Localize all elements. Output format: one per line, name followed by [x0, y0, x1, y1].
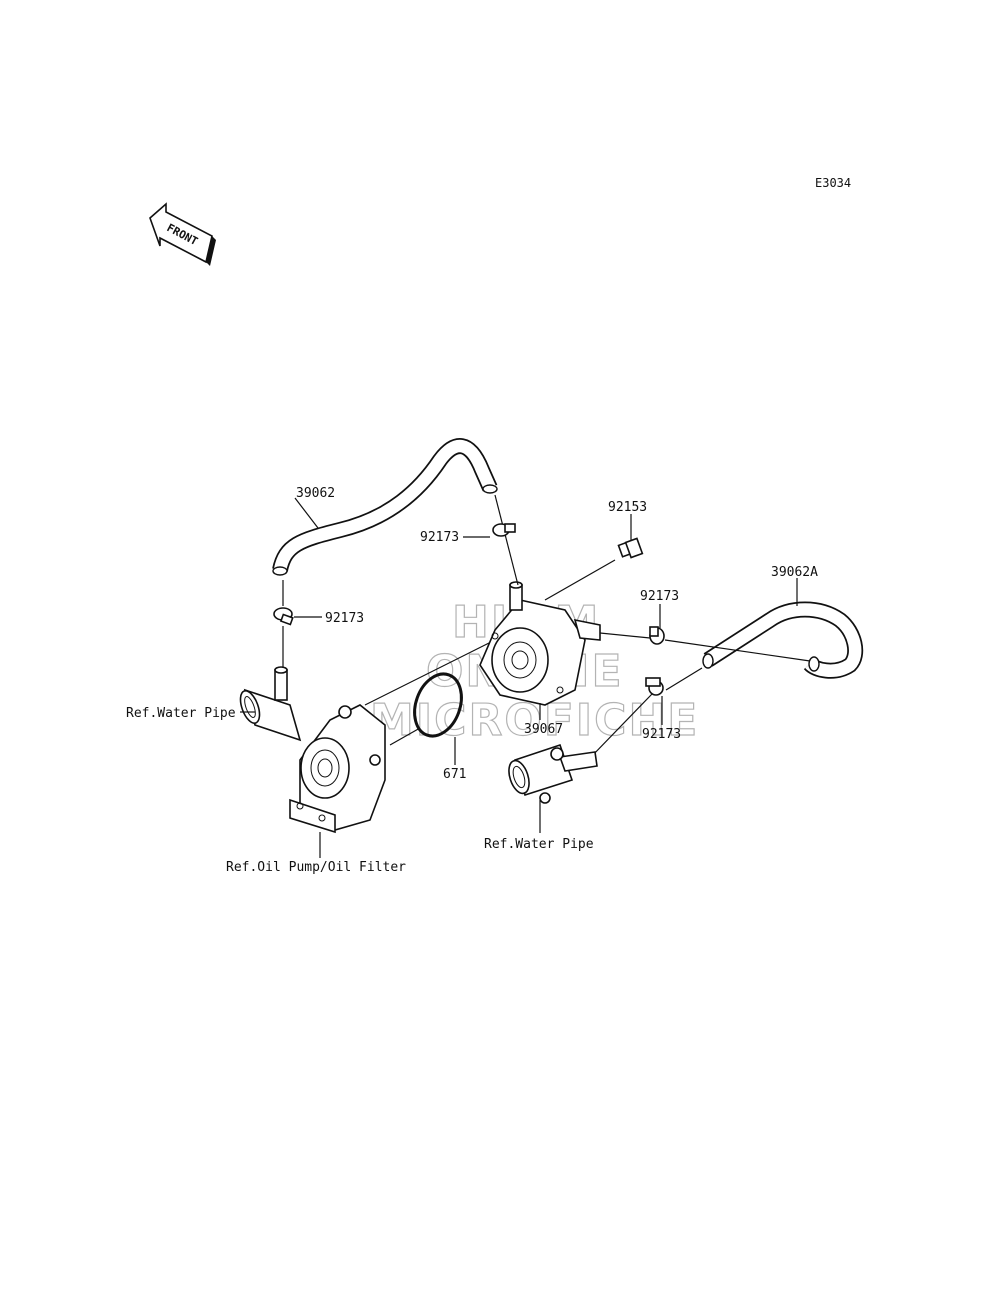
clamp-upper-mid — [492, 523, 516, 537]
left-water-pipe — [239, 666, 302, 742]
label-ref-water-pipe-right: Ref.Water Pipe — [484, 837, 594, 852]
right-water-pipe — [508, 743, 598, 804]
oil-cooler — [479, 581, 601, 706]
axis-right-upper-a — [599, 632, 651, 639]
axis-right-lower-b — [589, 693, 653, 759]
label-oil-cooler: 39067 — [524, 722, 563, 737]
diagram-code: E3034 — [815, 176, 851, 190]
oil-pump-housing — [289, 704, 386, 834]
axis-right-upper-b — [664, 639, 811, 662]
label-clamp-right-lower: 92173 — [642, 727, 681, 742]
label-o-ring: 671 — [443, 767, 466, 782]
axis-oil-cooler — [364, 639, 496, 706]
label-bolt: 92153 — [608, 500, 647, 515]
axis-oring — [389, 727, 421, 746]
label-clamp-upper-left: 92173 — [325, 611, 364, 626]
label-hose-right: 39062A — [771, 565, 818, 580]
front-arrow-icon: FRONT — [149, 202, 216, 266]
leader-axis-cooler-top — [494, 494, 519, 586]
clamp-right-upper — [649, 626, 665, 645]
right-hose — [702, 601, 864, 679]
label-hose-upper: 39062 — [296, 486, 335, 501]
label-clamp-right-upper: 92173 — [640, 589, 679, 604]
axis-bolt — [544, 559, 616, 601]
leader-hose-upper — [294, 497, 319, 529]
upper-hose — [272, 438, 498, 576]
axis-right-lower-a — [665, 667, 703, 691]
bolt — [617, 537, 644, 559]
clamp-upper-left — [273, 607, 294, 626]
label-ref-oil-pump: Ref.Oil Pump/Oil Filter — [226, 860, 406, 875]
label-clamp-upper-mid: 92173 — [420, 530, 459, 545]
clamp-right-lower — [645, 677, 664, 696]
label-ref-water-pipe-left: Ref.Water Pipe — [126, 706, 236, 721]
o-ring — [413, 672, 463, 738]
